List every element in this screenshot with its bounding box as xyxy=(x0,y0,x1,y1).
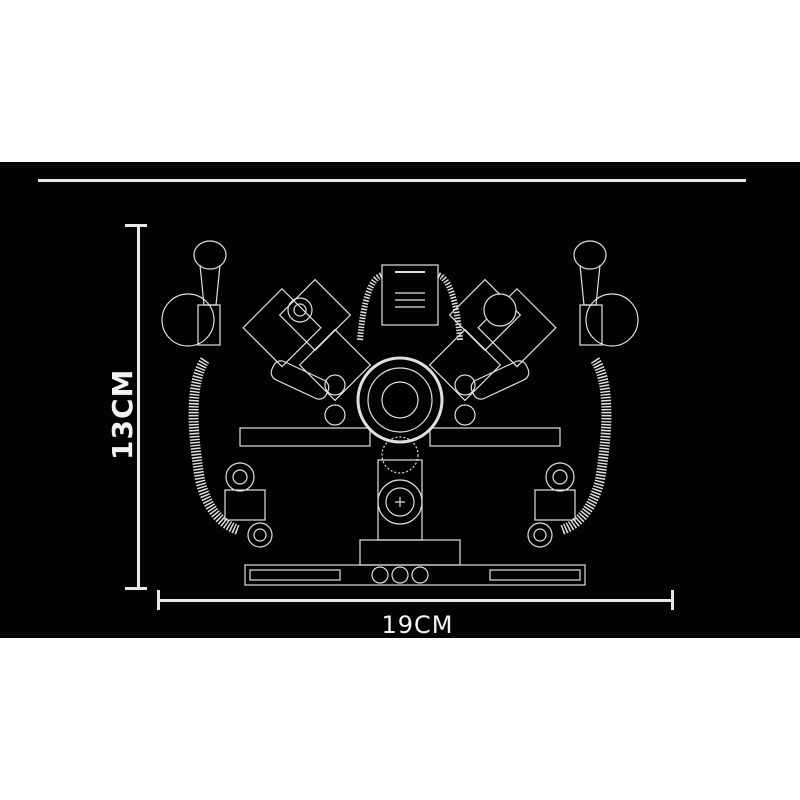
width-dimension-cap-right xyxy=(671,590,674,610)
height-dimension-line xyxy=(137,225,140,590)
width-dimension-cap-left xyxy=(157,590,160,610)
engine-illustration-icon xyxy=(161,240,639,586)
engine-line-drawing xyxy=(160,230,640,590)
height-label: 13CM xyxy=(106,368,139,460)
width-label: 19CM xyxy=(381,611,454,639)
height-dimension-cap-top xyxy=(125,224,147,227)
top-divider-line xyxy=(38,179,746,182)
width-dimension-line xyxy=(158,599,673,602)
height-dimension-cap-bottom xyxy=(125,587,147,590)
